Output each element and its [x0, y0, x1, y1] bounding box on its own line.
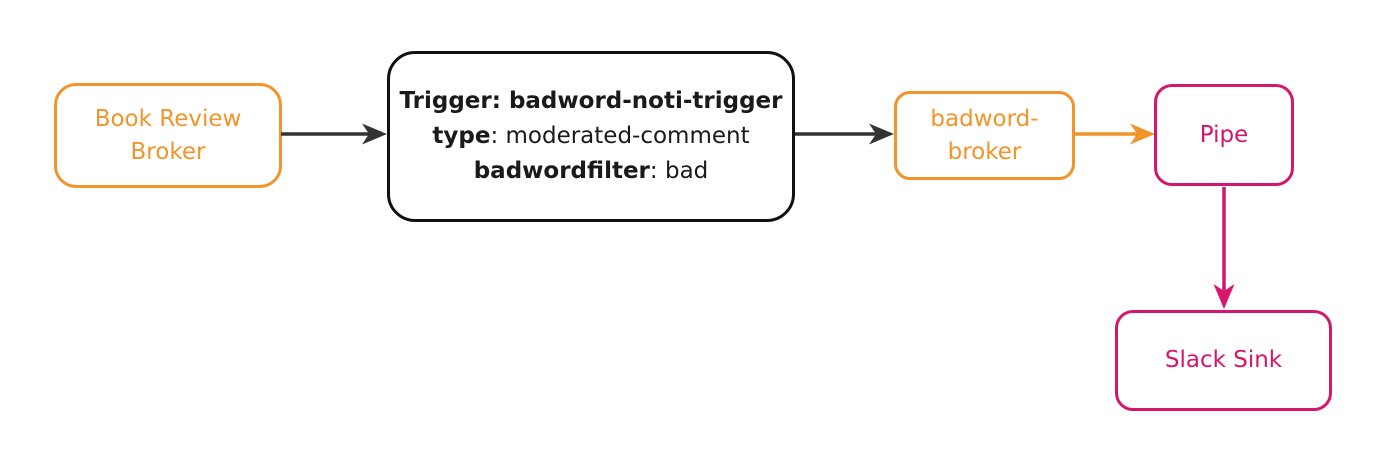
arrowhead-down-icon [1213, 284, 1235, 309]
trigger-name-text: Trigger: badword-noti-trigger [399, 88, 783, 114]
edge-badword-broker-to-pipe [1074, 123, 1155, 145]
node-pipe: Pipe [1154, 84, 1294, 186]
edge-trigger-to-badword-broker [795, 123, 894, 145]
node-slack-sink-label: Slack Sink [1164, 347, 1283, 373]
node-badword-broker: badword-broker [894, 91, 1075, 180]
node-book-review-broker: Book Review Broker [54, 83, 282, 188]
trigger-filter-line: badwordfilter: bad [474, 154, 709, 189]
trigger-filter-key: badwordfilter [473, 158, 650, 184]
node-trigger: Trigger: badword-noti-trigger type: mode… [387, 51, 795, 222]
arrowhead-right-icon [362, 123, 387, 145]
trigger-type-value: : moderated-comment [490, 123, 750, 149]
trigger-type-line: type: moderated-comment [432, 119, 749, 154]
edge-pipe-to-slack-sink [1213, 187, 1235, 309]
trigger-filter-value: : bad [649, 158, 709, 184]
trigger-type-key: type [432, 123, 491, 149]
trigger-name-line: Trigger: badword-noti-trigger [399, 84, 782, 119]
edge-broker-to-trigger [281, 123, 387, 145]
node-slack-sink: Slack Sink [1115, 310, 1332, 411]
node-book-review-broker-label: Book Review Broker [94, 105, 242, 165]
arrowhead-right-icon [1130, 123, 1155, 145]
arrowhead-right-icon [869, 123, 894, 145]
node-pipe-label: Pipe [1199, 121, 1249, 148]
node-badword-broker-label: badword-broker [930, 105, 1039, 165]
